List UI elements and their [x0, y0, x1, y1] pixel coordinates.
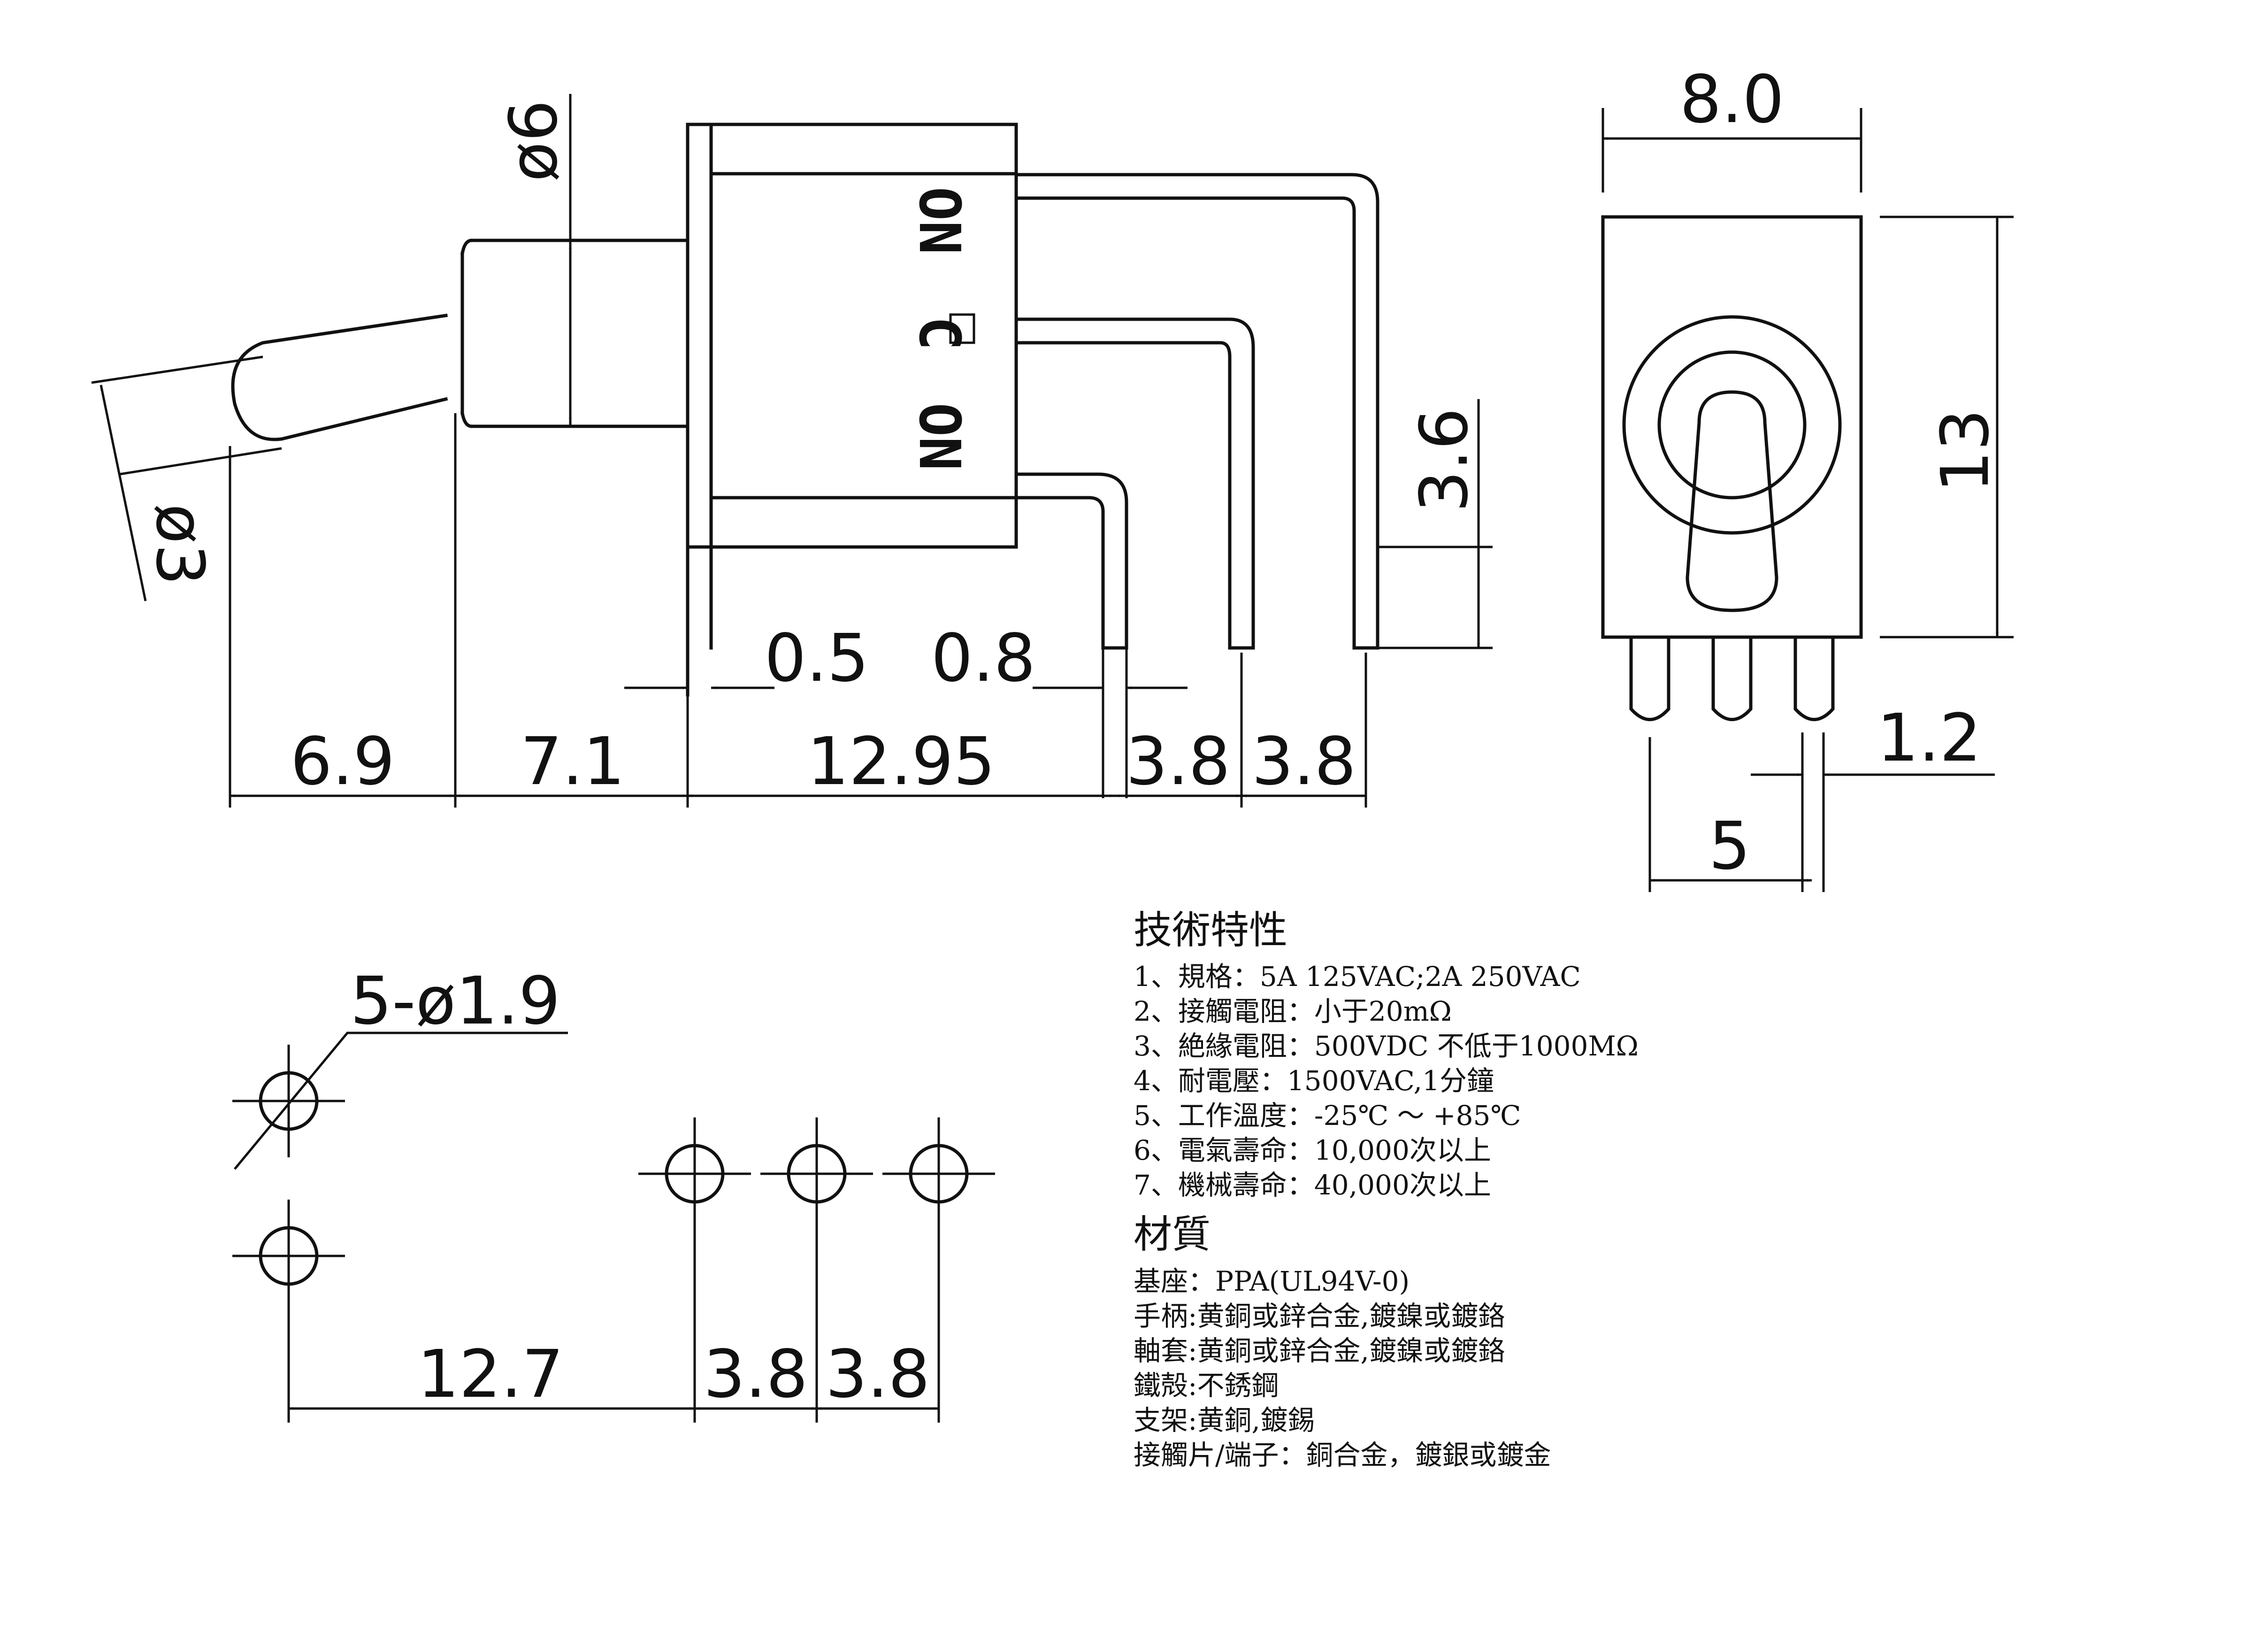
- mark-on-top: ON: [906, 187, 972, 255]
- dim-phi6: ø6: [496, 100, 572, 182]
- pin-left: [1629, 635, 1670, 721]
- material-item: 手柄:黄銅或鋅合金,鍍鎳或鍍鉻: [1134, 1300, 1505, 1332]
- toggle-handle: [1686, 390, 1778, 612]
- dim-3-8-b: 3.8: [1252, 724, 1356, 800]
- dim-3-6: 3.6: [1406, 408, 1483, 513]
- front-body: [1601, 215, 1863, 639]
- bushing: [460, 239, 690, 428]
- terminal-top: [1014, 173, 1379, 650]
- front-view: 8.0 13 1.2 5: [1601, 62, 2014, 892]
- tech-title: 技術特性: [1134, 908, 1288, 953]
- material-item: 接觸片/端子：銅合金，鍍銀或鍍金: [1134, 1439, 1551, 1471]
- dim-3-8-pcb-a: 3.8: [704, 1336, 808, 1413]
- tech-item: 2、接觸電阻：小于20mΩ: [1134, 995, 1452, 1028]
- dim-5: 5: [1709, 808, 1750, 885]
- housing: [686, 123, 1018, 549]
- dim-12-95: 12.95: [807, 724, 996, 800]
- terminal-center: [1014, 317, 1255, 650]
- tech-item: 4、耐電壓：1500VAC,1分鐘: [1134, 1065, 1494, 1097]
- material-item: 軸套:黄銅或鋅合金,鍍鎳或鍍鉻: [1134, 1334, 1505, 1367]
- side-view: ON C ON ø6 ø3 3.6 0.5 0.8: [91, 94, 1493, 808]
- bushing-outer: [1622, 315, 1842, 535]
- mark-center: C: [906, 316, 972, 350]
- material-item: 鐵殻:不銹鋼: [1134, 1369, 1279, 1401]
- tech-item: 1、規格：5A 125VAC;2A 250VAC: [1134, 961, 1581, 993]
- tech-item: 7、機械壽命：40,000次以上: [1134, 1169, 1491, 1201]
- dim-phi3: ø3: [141, 504, 218, 586]
- pcb-layout: 5-ø1.9 12.7 3.8 3.8: [232, 963, 995, 1423]
- dim-0-8: 0.8: [931, 620, 1036, 697]
- terminal-bottom: [1014, 472, 1128, 650]
- dim-6-9: 6.9: [291, 724, 395, 800]
- tech-item: 5、工作溫度：-25℃ ～ +85℃: [1134, 1100, 1521, 1132]
- center-square: [949, 313, 975, 344]
- dim-3-8-a: 3.8: [1126, 724, 1231, 800]
- tech-item: 3、絶緣電阻：500VDC 不低于1000MΩ: [1134, 1030, 1639, 1062]
- material-item: 基座：PPA(UL94V-0): [1134, 1265, 1410, 1297]
- dim-8-0: 8.0: [1680, 62, 1785, 138]
- dim-13: 13: [1927, 409, 2004, 493]
- pin-right: [1793, 635, 1835, 721]
- dim-holes: 5-ø1.9: [350, 963, 560, 1039]
- dim-0-5: 0.5: [765, 620, 869, 697]
- dim-7-1: 7.1: [521, 724, 625, 800]
- dim-12-7: 12.7: [417, 1336, 564, 1413]
- mark-on-bottom: ON: [906, 403, 972, 471]
- bushing-inner: [1657, 350, 1807, 500]
- spec-block: 技術特性 1、規格：5A 125VAC;2A 250VAC 2、接觸電阻：小于2…: [1134, 908, 1639, 1472]
- pin-center: [1711, 635, 1753, 721]
- dim-3-8-pcb-b: 3.8: [826, 1336, 930, 1413]
- tech-item: 6、電氣壽命：10,000次以上: [1134, 1134, 1491, 1167]
- dim-1-2: 1.2: [1877, 700, 1982, 777]
- material-item: 支架:黄銅,鍍錫: [1134, 1404, 1315, 1436]
- lever: [231, 314, 448, 441]
- material-title: 材質: [1134, 1212, 1211, 1257]
- hole-1: [232, 1045, 345, 1157]
